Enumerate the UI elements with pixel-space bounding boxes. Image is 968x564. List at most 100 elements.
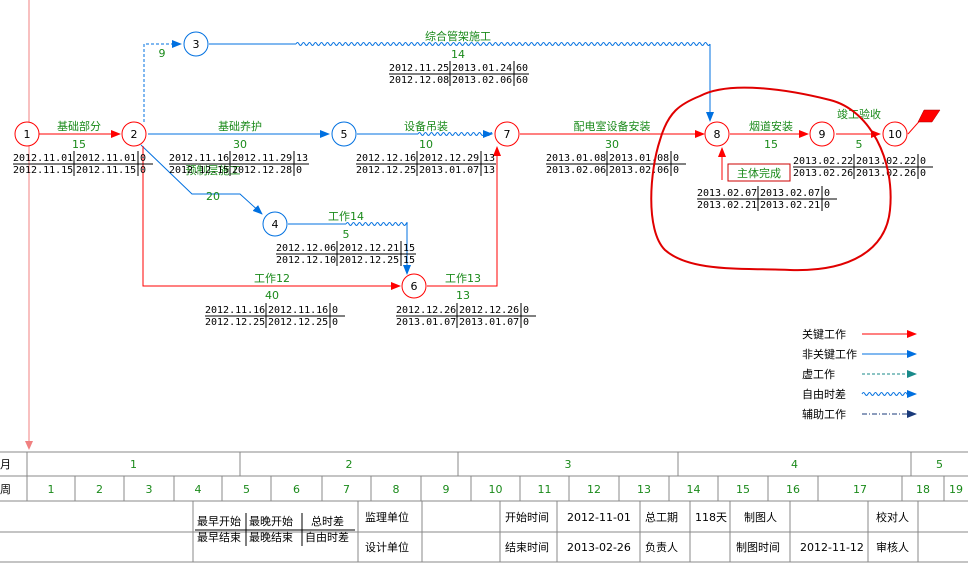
- total-label: 总工期: [645, 510, 678, 524]
- arrow-5-7-float: [417, 132, 493, 136]
- svg-text:7: 7: [504, 128, 511, 141]
- date-a89-ls: 2013.02.07: [760, 188, 820, 199]
- node-10: 10: [882, 121, 908, 147]
- month-row-label: 月: [0, 458, 11, 471]
- date-a25-lf: 2012.12.28: [232, 165, 292, 176]
- arrow-2-3-dummy: [143, 40, 182, 122]
- date-a26-es: 2012.11.16: [205, 305, 265, 316]
- date-a38-lf: 2013.02.06: [452, 75, 512, 86]
- date-a26-ls: 2012.11.16: [268, 305, 328, 316]
- date-a89-ef: 2013.02.21: [697, 200, 757, 211]
- month-1: 1: [130, 458, 137, 471]
- date-a57-ls: 2012.12.29: [419, 153, 479, 164]
- lead-label: 负责人: [645, 540, 678, 554]
- node-2: 2: [121, 121, 147, 147]
- date-a38-ef: 2012.12.08: [389, 75, 449, 86]
- svg-text:4: 4: [272, 218, 279, 231]
- date-a12-ef: 2012.11.15: [13, 165, 73, 176]
- legend-float-line: [861, 392, 911, 396]
- arrow-6-7: [427, 146, 501, 287]
- label-a26: 工作12: [254, 272, 290, 285]
- date-a89-ff: 0: [824, 200, 830, 211]
- date-a25-ff: 0: [296, 165, 302, 176]
- duration-a910: 5: [856, 138, 863, 151]
- date-a78-tf: 0: [673, 153, 679, 164]
- date-a26-lf: 2012.12.25: [268, 317, 328, 328]
- week-1: 1: [48, 483, 55, 496]
- date-a67-ef: 2013.01.07: [396, 317, 456, 328]
- week-10: 10: [489, 483, 503, 496]
- arrow-3-8-float: [295, 42, 711, 46]
- node-1: 1: [14, 121, 40, 147]
- week-3: 3: [146, 483, 153, 496]
- duration-a38: 14: [451, 48, 465, 61]
- maketime-label: 制图时间: [736, 541, 780, 554]
- date-a38-ls: 2013.01.24: [452, 63, 512, 74]
- week-9: 9: [443, 483, 450, 496]
- week-4: 4: [195, 483, 202, 496]
- date-a26-ff: 0: [332, 317, 338, 328]
- date-a46-ls: 2012.12.21: [339, 243, 399, 254]
- label-a910: 竣工验收: [837, 107, 881, 121]
- label-a24: 预制层施工: [186, 164, 241, 177]
- date-a67-tf: 0: [523, 305, 529, 316]
- designer-label: 设计单位: [365, 540, 409, 554]
- week-18: 18: [916, 483, 930, 496]
- week-16: 16: [786, 483, 800, 496]
- node-9: 9: [809, 121, 835, 147]
- date-a910-ff: 0: [920, 168, 926, 179]
- duration-a24: 20: [206, 190, 220, 203]
- label-a89: 烟道安装: [749, 119, 793, 133]
- node-5: 5: [331, 121, 357, 147]
- week-6: 6: [293, 483, 300, 496]
- label-a57: 设备吊装: [404, 119, 448, 133]
- svg-text:1: 1: [24, 128, 31, 141]
- date-a910-es: 2013.02.22: [793, 156, 853, 167]
- date-a46-lf: 2012.12.25: [339, 255, 399, 266]
- date-a57-ff: 13: [483, 165, 495, 176]
- date-a38-es: 2012.11.25: [389, 63, 449, 74]
- date-a25-ef: 2012.12.15: [169, 165, 229, 176]
- arrow-4-6-float: [345, 222, 408, 226]
- legend-dummy-label: 虚工作: [802, 368, 835, 381]
- legend-float-label: 自由时差: [802, 387, 846, 401]
- duration-a78: 30: [605, 138, 619, 151]
- date-a26-ef: 2012.12.25: [205, 317, 265, 328]
- legend-critical-label: 关键工作: [802, 327, 846, 341]
- date-a78-ef: 2013.02.06: [546, 165, 606, 176]
- date-a78-lf: 2013.02.06: [609, 165, 669, 176]
- date-a67-ls: 2012.12.26: [459, 305, 519, 316]
- node-6: 6: [401, 273, 427, 299]
- label-a25: 基础养护: [218, 119, 262, 133]
- red-annotation-loop: [650, 86, 892, 272]
- date-a910-tf: 0: [920, 156, 926, 167]
- key-ls: 最晚开始: [249, 514, 293, 528]
- date-a46-ff: 15: [403, 255, 415, 266]
- end-label: 结束时间: [505, 541, 549, 554]
- legend-aux-label: 辅助工作: [802, 407, 846, 421]
- week-14: 14: [687, 483, 701, 496]
- label-a46: 工作14: [328, 210, 364, 223]
- node-8: 8: [704, 121, 730, 147]
- label-a78: 配电室设备安装: [574, 119, 651, 133]
- total-value: 118天: [695, 511, 727, 524]
- duration-a26: 40: [265, 289, 279, 302]
- reviewer-label: 审核人: [876, 540, 909, 554]
- arrow-2-4: [140, 144, 263, 215]
- supervisor-label: 监理单位: [365, 510, 409, 524]
- date-a57-ef: 2012.12.25: [356, 165, 416, 176]
- legend-noncritical-label: 非关键工作: [802, 347, 857, 361]
- week-5: 5: [243, 483, 250, 496]
- month-3: 3: [565, 458, 572, 471]
- key-lf: 最晚结束: [249, 531, 293, 544]
- date-a78-ls: 2013.01.08: [609, 153, 669, 164]
- key-ff: 自由时差: [305, 530, 349, 544]
- date-a46-tf: 15: [403, 243, 415, 254]
- arrow-2-6: [142, 146, 401, 290]
- duration-a67: 13: [456, 289, 470, 302]
- start-label: 开始时间: [505, 510, 549, 524]
- date-a26-tf: 0: [332, 305, 338, 316]
- week-8: 8: [393, 483, 400, 496]
